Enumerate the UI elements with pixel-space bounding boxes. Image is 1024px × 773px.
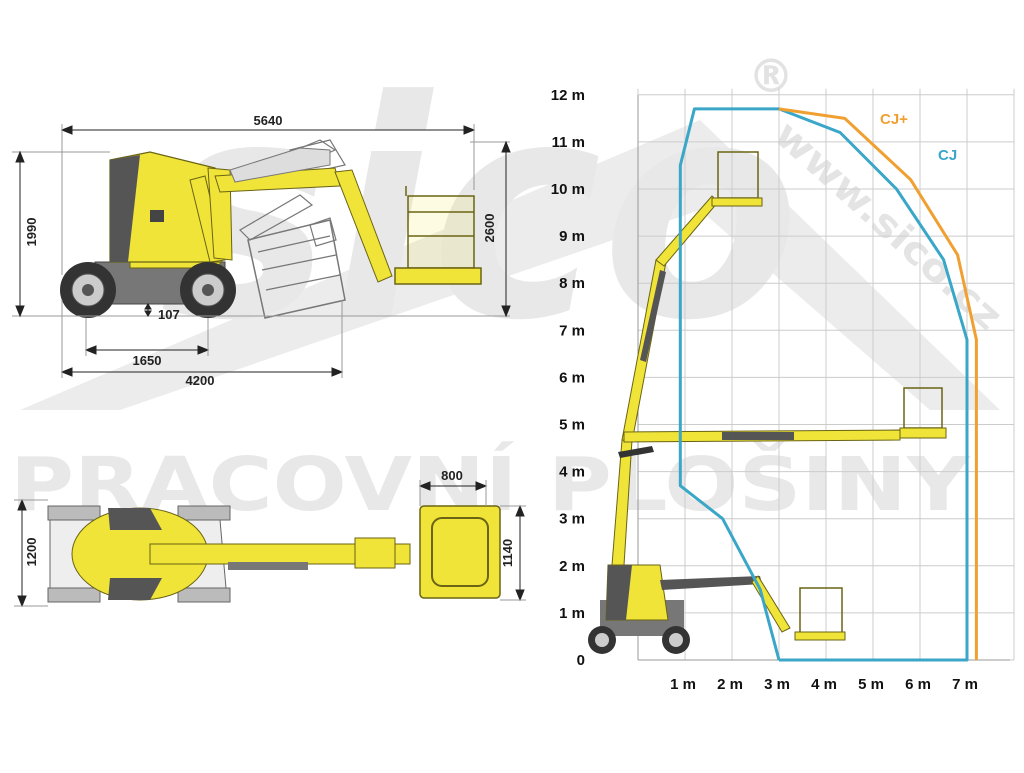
x-tick-label: 1 m: [670, 676, 696, 693]
dim-width: 1200: [24, 538, 39, 567]
side-view-wheel-front: [180, 262, 236, 318]
dim-platform-width: 800: [441, 468, 463, 483]
side-view-machine: [60, 139, 482, 319]
top-view-dimension-labels: 1200 800 1140: [24, 468, 515, 567]
y-tick-label: 5 m: [559, 417, 585, 434]
dim-wheelbase: 1650: [133, 353, 162, 368]
y-tick-label: 11 m: [552, 134, 585, 151]
dim-max-height: 2600: [482, 214, 497, 243]
side-view-dimension-labels: 5640 1990 2600 107 1650 4200: [24, 113, 497, 388]
watermark-registered: ®: [748, 49, 794, 103]
y-tick-label: 0: [577, 652, 585, 669]
y-tick-label: 9 m: [559, 228, 585, 245]
side-view-platform: [394, 186, 482, 285]
side-view-dimensions: [12, 124, 511, 378]
chart-y-ticks: 0 1 m 2 m 3 m 4 m 5 m 6 m 7 m 8 m 9 m 10 m 11 m 12 m: [551, 87, 585, 669]
x-tick-label: 5 m: [858, 676, 884, 693]
top-view-machine: [47, 505, 501, 603]
dim-stowed-height: 1990: [24, 218, 39, 247]
top-view-dimensions: [14, 480, 526, 608]
envelope-cj-plus: [778, 107, 978, 660]
chart-envelopes: [678, 107, 978, 662]
x-tick-label: 3 m: [764, 676, 790, 693]
chart-legend: CJ+ CJ: [880, 111, 957, 164]
side-view-wheel-rear: [60, 262, 116, 318]
x-tick-label: 4 m: [811, 676, 837, 693]
y-tick-label: 2 m: [559, 558, 585, 575]
dim-ground-clearance: 107: [158, 307, 180, 322]
y-tick-label: 12 m: [551, 87, 585, 104]
top-view-platform: [419, 505, 501, 599]
y-tick-label: 6 m: [559, 369, 585, 386]
y-tick-label: 7 m: [559, 322, 585, 339]
y-tick-label: 4 m: [559, 464, 585, 481]
watermark-triangle: [20, 120, 1000, 410]
legend-label: CJ: [938, 147, 957, 164]
dim-platform-length: 1140: [500, 539, 515, 567]
y-tick-label: 10 m: [551, 181, 585, 198]
legend-label: CJ+: [880, 111, 908, 128]
y-tick-label: 8 m: [559, 275, 585, 292]
working-range-chart: 0 1 m 2 m 3 m 4 m 5 m 6 m 7 m 8 m 9 m 10 m 11 m 12 m…: [551, 87, 1015, 693]
chart-x-ticks: 1 m 2 m 3 m 4 m 5 m 6 m 7 m: [670, 676, 978, 693]
x-tick-label: 7 m: [952, 676, 978, 693]
y-tick-label: 3 m: [559, 511, 585, 528]
x-tick-label: 2 m: [717, 676, 743, 693]
y-tick-label: 1 m: [559, 605, 585, 622]
dim-chassis-length: 4200: [186, 373, 215, 388]
x-tick-label: 6 m: [905, 676, 931, 693]
side-view-jib: [334, 169, 393, 283]
dim-overall-length: 5640: [254, 113, 283, 128]
